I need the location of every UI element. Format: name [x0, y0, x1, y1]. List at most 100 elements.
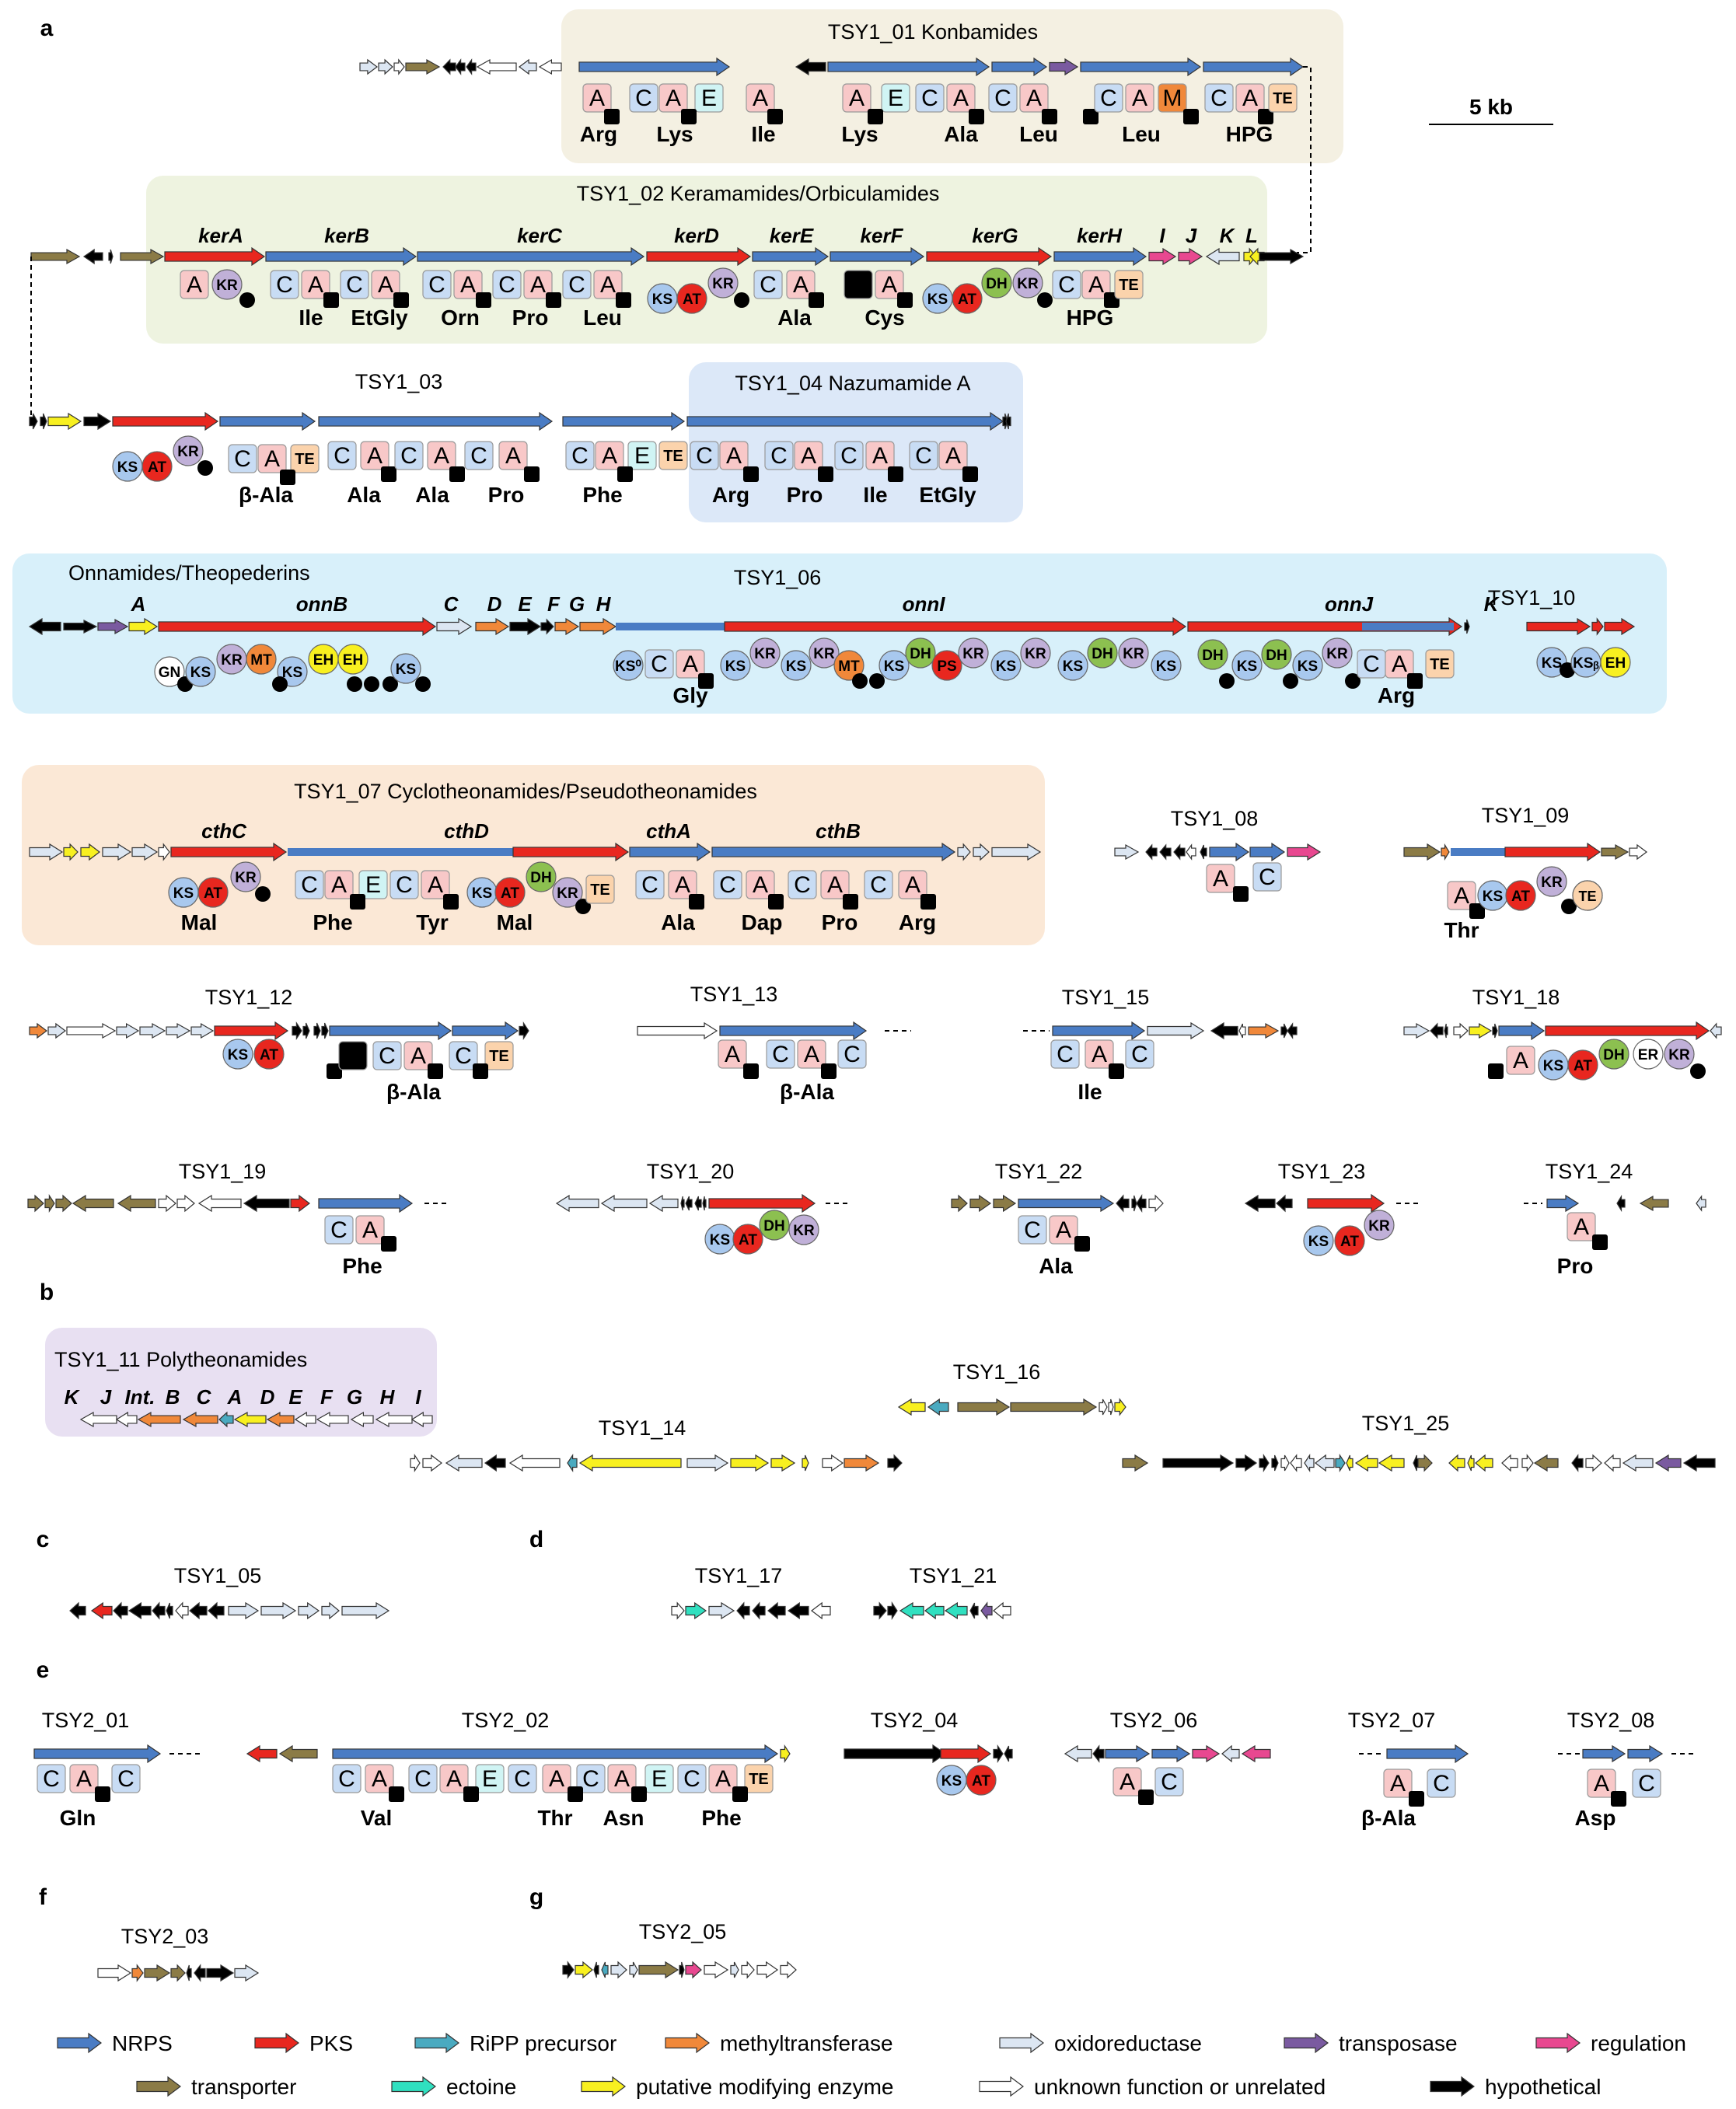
- domain-a: [1206, 864, 1235, 893]
- domain-label: A: [872, 443, 888, 469]
- gene-name: F: [320, 1385, 334, 1409]
- gene-arrow: [475, 617, 510, 636]
- domain-label: KS: [396, 662, 416, 678]
- substrate: β-Ala: [386, 1080, 441, 1104]
- domain-label: DH: [530, 870, 551, 886]
- domain-label: KS: [996, 658, 1016, 675]
- substrate: Asn: [603, 1806, 644, 1830]
- substrate: Ile: [299, 306, 323, 330]
- gene-arrow: [417, 246, 645, 267]
- domain-c: [788, 870, 817, 899]
- gene-arrow: [182, 1411, 218, 1428]
- legend-label: transposase: [1339, 2031, 1458, 2055]
- gene-arrow: [1049, 58, 1079, 76]
- domain-c: [449, 1041, 478, 1070]
- gene-name: A: [131, 592, 146, 616]
- gene-arrow: [422, 1454, 442, 1472]
- domain-c: [111, 1764, 141, 1793]
- substrate: Lys: [656, 122, 693, 146]
- gene-arrow: [578, 1454, 682, 1472]
- gene-arrow: [1464, 619, 1470, 634]
- domain-c: [753, 270, 783, 299]
- gene-arrow: [1546, 1194, 1580, 1213]
- pcp-domain: [617, 466, 633, 482]
- gene-arrow: [679, 1961, 685, 1978]
- gene-arrow: [332, 1744, 779, 1764]
- legend-swatch: [391, 2076, 436, 2097]
- gene-arrow: [1114, 843, 1140, 861]
- gene-arrow: [887, 1601, 898, 1620]
- gene-arrow: [951, 1194, 968, 1213]
- domain-label: C: [330, 1217, 348, 1243]
- gene-name: cthC: [201, 819, 247, 843]
- gene-arrow: [686, 411, 1004, 431]
- pcp-domain: [546, 292, 561, 308]
- domain-label: C: [514, 1766, 531, 1792]
- domain-label: A: [549, 1766, 564, 1792]
- domain-label: EH: [1605, 655, 1626, 672]
- gene-arrow: [1571, 1454, 1584, 1472]
- gene-arrow: [1259, 248, 1305, 265]
- domain-kr: [707, 267, 739, 299]
- legend-label: regulation: [1591, 2031, 1686, 2055]
- domain-label: E: [365, 872, 381, 898]
- gene-name: K: [1484, 592, 1500, 616]
- domain-dh: [1261, 639, 1292, 670]
- domain-label: C: [571, 443, 589, 469]
- pcp-domain: [1109, 1063, 1124, 1079]
- gene-arrow: [436, 617, 473, 636]
- gene-arrow: [466, 58, 477, 75]
- domain-label: KS: [941, 1773, 962, 1790]
- domain-e: [627, 441, 657, 470]
- pcp-domain: [809, 292, 824, 308]
- domain-c: [37, 1764, 66, 1793]
- substrate: Pro: [787, 483, 823, 507]
- domain-label: KR: [712, 276, 734, 292]
- domain-label: EH: [343, 652, 363, 669]
- domain-a: [1019, 83, 1049, 113]
- domain-a: [898, 870, 927, 899]
- pcp-domain: [95, 1786, 110, 1802]
- domain-label: C: [635, 86, 652, 111]
- gene-arrow: [90, 1601, 113, 1620]
- gene-arrow: [1249, 842, 1286, 862]
- gene-name: J: [1186, 224, 1197, 247]
- domain-label: TE: [590, 882, 610, 899]
- domain-label: A: [675, 872, 690, 898]
- domain-label: KR: [221, 652, 243, 669]
- domain-label: KS: [884, 658, 904, 675]
- substrate: Phe: [701, 1806, 741, 1830]
- gene-arrow: [1504, 842, 1602, 862]
- gene-arrow: [1178, 247, 1203, 266]
- pcp-domain: [1592, 1234, 1608, 1250]
- domain-label: C: [1131, 1042, 1148, 1067]
- domain-label: DH: [986, 276, 1007, 292]
- gene-arrow: [1209, 842, 1250, 862]
- gene-arrow: [405, 58, 441, 75]
- section-label-d: d: [529, 1527, 543, 1552]
- domain-c: [508, 1764, 537, 1793]
- domain-te: [1268, 83, 1298, 113]
- gene-arrow: [1417, 1454, 1433, 1472]
- gene-name: cthA: [646, 819, 691, 843]
- gene-arrow: [802, 1454, 809, 1472]
- domain-e: [644, 1764, 674, 1793]
- acp-domain: [347, 676, 362, 692]
- pcp-domain: [280, 470, 295, 485]
- domain-at: [1334, 1225, 1365, 1256]
- gene-arrow: [1131, 1195, 1137, 1212]
- gene-arrow: [957, 1398, 1011, 1416]
- domain-label: DH: [1202, 648, 1223, 664]
- gene-arrow: [294, 1411, 316, 1428]
- domain-a: [718, 1039, 747, 1069]
- substrate: Pro: [488, 483, 525, 507]
- domain-c: [766, 1039, 795, 1069]
- gene-arrow: [897, 1398, 926, 1416]
- gene-name: I: [1159, 224, 1165, 247]
- cluster-label: TSY1_10: [1488, 586, 1576, 609]
- gene-arrow: [1151, 1744, 1191, 1763]
- domain-c: [713, 870, 742, 899]
- domain-at: [1567, 1049, 1598, 1081]
- gene-arrow: [1210, 1021, 1238, 1040]
- domain-ks: [1536, 647, 1567, 678]
